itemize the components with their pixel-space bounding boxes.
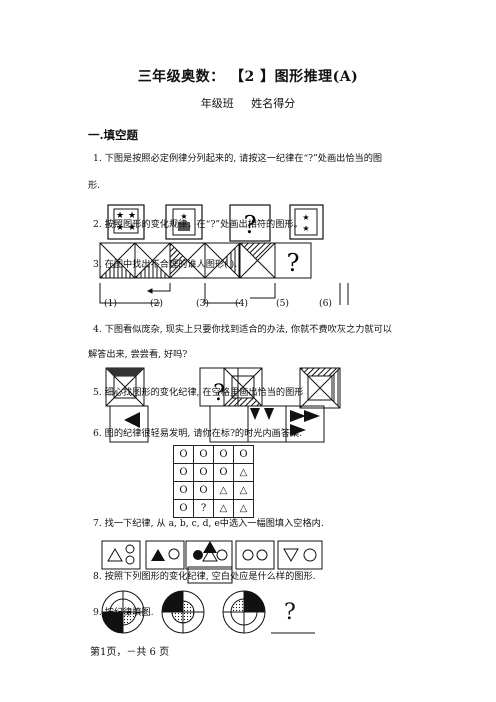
q9-question-mark: ? bbox=[284, 600, 296, 625]
svg-text:★: ★ bbox=[128, 211, 136, 221]
question-1-line-1: 1. 下图是按照必定例律分列起来的, 请按这一纪律在“?”处画出恰当的图 bbox=[93, 153, 383, 164]
q8-box-1 bbox=[101, 540, 141, 570]
q3-square-2 bbox=[134, 242, 171, 279]
q6-cell: △ bbox=[233, 463, 254, 482]
q6-cell: △ bbox=[233, 499, 254, 518]
svg-text:★: ★ bbox=[180, 212, 187, 221]
q3-option-2: (2) bbox=[150, 298, 164, 309]
q6-cell: O bbox=[233, 445, 254, 464]
page-title: 三年级奥数： 【2 】图形推理(A) bbox=[137, 69, 359, 85]
q3-option-1: (1) bbox=[104, 298, 118, 309]
q6-cell: O bbox=[173, 499, 194, 518]
section-heading: 一.填空题 bbox=[88, 128, 139, 142]
q6-cell: O bbox=[193, 481, 214, 500]
page-footer: 第1页，－共 6 页 bbox=[90, 647, 170, 658]
q8-box-3 bbox=[185, 540, 233, 570]
q9-circle-1 bbox=[101, 590, 145, 634]
question-4-line-1: 4. 下图看似庞杂, 现实上只要你找到适合的办法, 你就不费吹灰之力就可以 bbox=[93, 324, 392, 335]
svg-text:★: ★ bbox=[302, 224, 309, 233]
q3-arrows bbox=[99, 283, 349, 305]
q6-cell: △ bbox=[233, 481, 254, 500]
question-9-figures bbox=[101, 590, 315, 634]
question-5-figures: ? bbox=[105, 367, 341, 443]
question-1-line-2: 形. bbox=[88, 180, 101, 191]
q6-cell: O bbox=[213, 445, 234, 464]
question-6-text: 6. 图的纪律很轻易发明, 请你在标?的时光内画答案. bbox=[93, 428, 303, 439]
svg-text:★: ★ bbox=[302, 213, 309, 222]
q2-box-2: ★ bbox=[165, 204, 203, 240]
q6-cell: O bbox=[193, 445, 214, 464]
svg-text:★: ★ bbox=[128, 223, 136, 233]
question-2-figures: ★ ★ ★ ★ ★ ? ★ ★ bbox=[107, 204, 324, 242]
q3-option-3: (3) bbox=[196, 298, 210, 309]
q6-cell: O bbox=[173, 463, 194, 482]
q8-box-4 bbox=[235, 540, 275, 570]
q2-question-mark: ? bbox=[244, 211, 257, 239]
q3-option-6: (6) bbox=[319, 298, 333, 309]
q6-cell: ? bbox=[193, 499, 214, 518]
q8-center-box bbox=[187, 541, 233, 584]
q5-arrow-boxes bbox=[109, 405, 325, 443]
svg-text:★: ★ bbox=[116, 223, 124, 233]
q6-cell: O bbox=[213, 463, 234, 482]
page-subtitle: 年级班 姓名得分 bbox=[200, 97, 296, 110]
q2-box-4: ★ ★ bbox=[289, 204, 324, 240]
question-5-text: 5. 细心找图形的变化纪律, 在空格里画出恰当的图形 bbox=[93, 387, 304, 398]
q3-square-5 bbox=[239, 242, 276, 279]
q9-circle-3 bbox=[222, 590, 266, 634]
q6-cell: △ bbox=[213, 499, 234, 518]
q3-square-1 bbox=[99, 242, 136, 279]
q5-question-mark: ? bbox=[213, 381, 225, 406]
question-8-text: 8. 按照下列图形的变化纪律, 空白处应是什么样的图形. bbox=[93, 571, 316, 582]
q5-pyramid-2 bbox=[223, 367, 263, 407]
q6-cell: O bbox=[173, 481, 194, 500]
q2-box-1: ★ ★ ★ ★ bbox=[107, 204, 145, 240]
q3-question-mark: ? bbox=[287, 249, 300, 277]
question-7-text: 7. 找一下纪律, 从 a, b, c, d, e中选入一幅图填入空格内. bbox=[93, 518, 324, 529]
q3-option-5: (5) bbox=[276, 298, 290, 309]
question-2-text: 2. 按照图形的变化规律，在“?”处画出相符的图形。 bbox=[93, 219, 303, 230]
q6-cell: O bbox=[173, 445, 194, 464]
question-3-figures: ? bbox=[99, 242, 349, 305]
q2-box-question: ? bbox=[229, 204, 271, 242]
svg-text:★: ★ bbox=[116, 211, 124, 221]
q8-box-5 bbox=[277, 540, 323, 570]
q3-square-6: ? bbox=[274, 242, 312, 279]
q9-circle-2 bbox=[161, 590, 205, 634]
question-4-line-2: 解答出来, 尝尝看, 好吗? bbox=[88, 349, 188, 360]
question-9-text: 9. 按纪律填图. bbox=[93, 607, 154, 618]
q6-cell: △ bbox=[213, 481, 234, 500]
q6-cell: O bbox=[193, 463, 214, 482]
question-3-text: 3. 在图中找出不合理的谁人图形( ). bbox=[93, 259, 238, 270]
q6-grid: O O O O O O O △ O O △ △ O ? △ △ bbox=[173, 445, 254, 518]
question-8-figures bbox=[101, 540, 323, 584]
q5-pyramid-3 bbox=[299, 367, 341, 409]
q5-pyramid-1 bbox=[105, 367, 145, 407]
q3-option-4: (4) bbox=[235, 298, 249, 309]
q8-box-2 bbox=[145, 540, 185, 570]
